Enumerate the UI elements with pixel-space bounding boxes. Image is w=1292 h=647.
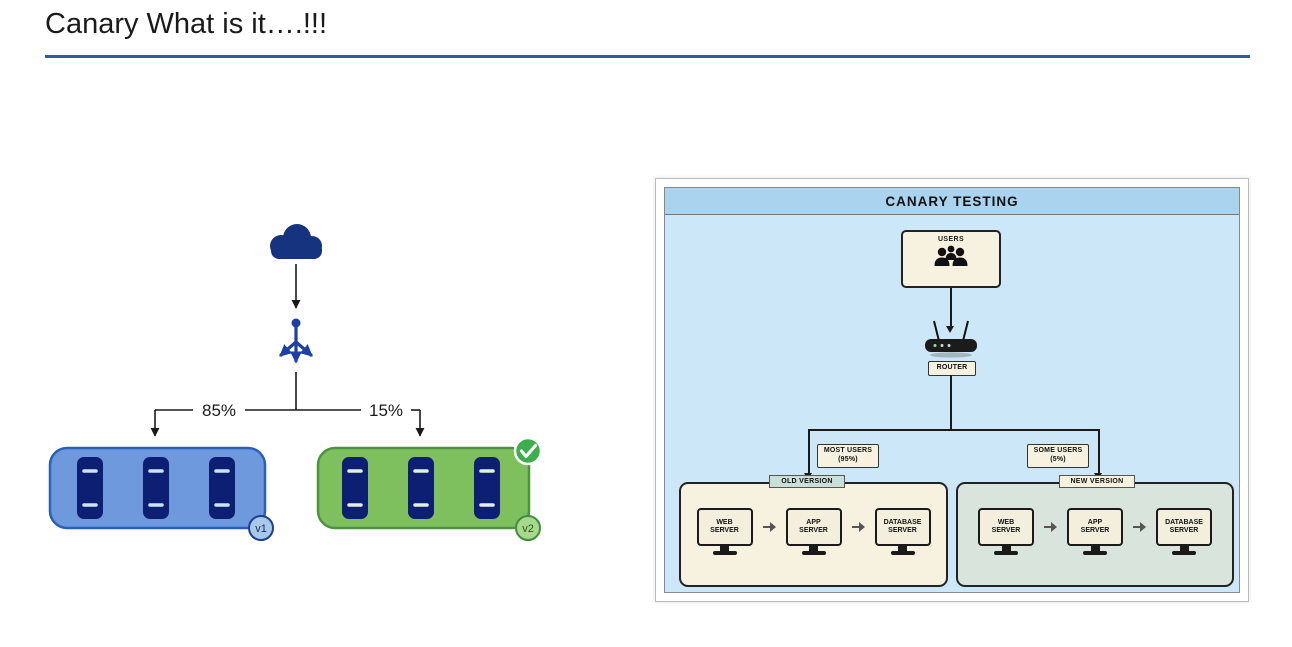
monitor-label: SERVER [991,527,1021,534]
new-version-group: WEB SERVER APP SERVER [956,482,1234,587]
users-label: USERS [937,236,965,243]
split-percent-v1: 85% [202,401,236,420]
balancer-node-dot [291,318,301,328]
monitor-label: APP [1087,518,1103,526]
web-server-monitor: WEB SERVER [978,508,1034,555]
most-users-label: MOST USERS (95%) [817,444,879,468]
monitor-base [994,551,1018,555]
monitor-base [801,551,826,555]
monitor-label: SERVER [1080,527,1110,534]
monitor-label: DATABASE [1165,518,1203,526]
users-to-router-line [950,288,952,328]
old-version-servers: WEB SERVER APP SERVER [681,484,946,585]
flow-arrow-icon [762,522,776,532]
old-branch-line [808,429,810,475]
title-underline [45,55,1250,58]
router-to-split-line [950,375,952,430]
router-label: ROUTER [928,361,976,376]
monitor-screen: WEB SERVER [696,508,753,546]
flow-arrow-icon [1133,522,1146,532]
panel-title: CANARY TESTING [885,193,1019,209]
panel-inner: CANARY TESTING USERS [664,187,1240,593]
monitor-base [1083,551,1107,555]
v2-badge: v2 [515,515,541,541]
users-icon [934,245,968,266]
monitor-stand [720,546,729,551]
v1-badge-label: v1 [255,523,267,535]
some-users-label: SOME USERS (5%) [1027,444,1089,468]
app-server-monitor: APP SERVER [785,508,842,555]
monitor-base [890,551,915,555]
monitor-screen: APP SERVER [1067,508,1123,546]
monitor-stand [898,546,907,551]
traffic-split-diagram: 85% 15% v1 v2 [48,224,543,541]
check-badge-icon [513,436,543,466]
split-connector [150,372,425,437]
old-version-tag: OLD VERSION [769,475,845,488]
split-line [809,429,1100,431]
app-server-monitor: APP SERVER [1067,508,1123,555]
old-version-group: WEB SERVER APP SERVER [679,482,948,587]
new-version-tag: NEW VERSION [1059,475,1135,488]
monitor-stand [1090,546,1100,551]
monitor-label: SERVER [710,527,739,534]
monitor-screen: WEB SERVER [978,508,1034,546]
v1-badge: v1 [248,515,274,541]
split-percent-v2: 15% [369,401,403,420]
panel-header: CANARY TESTING [665,188,1239,215]
monitor-label: WEB [716,518,733,526]
monitor-label: SERVER [1169,527,1199,534]
monitor-base [1172,551,1196,555]
monitor-label: SERVER [799,527,828,534]
monitor-label: SERVER [888,527,917,534]
new-version-servers: WEB SERVER APP SERVER [958,484,1232,585]
users-box: USERS [901,230,1001,288]
v1-servers [77,457,235,519]
canary-testing-panel: CANARY TESTING USERS [655,178,1249,602]
web-server-monitor: WEB SERVER [696,508,753,555]
monitor-screen: DATABASE SERVER [1156,508,1212,546]
monitor-label: WEB [997,518,1015,526]
monitor-label: APP [806,518,821,526]
monitor-stand [1179,546,1189,551]
monitor-stand [1001,546,1011,551]
monitor-screen: APP SERVER [785,508,842,546]
page-title: Canary What is it….!!! [45,8,328,40]
database-server-monitor: DATABASE SERVER [1156,508,1212,555]
database-server-monitor: DATABASE SERVER [874,508,931,555]
v2-servers [342,457,500,519]
router-icon [925,320,977,358]
panel-body: USERS [665,215,1239,592]
flow-arrow-icon [851,522,865,532]
users-to-router-arrowhead [946,326,954,333]
monitor-stand [809,546,818,551]
cloud-icon [270,224,322,259]
flow-arrow-icon [1044,522,1057,532]
monitor-label: DATABASE [883,518,922,526]
load-balancer-icon [279,325,313,364]
new-branch-line [1098,429,1100,475]
monitor-screen: DATABASE SERVER [874,508,931,546]
monitor-base [712,551,737,555]
v2-badge-label: v2 [522,523,534,535]
